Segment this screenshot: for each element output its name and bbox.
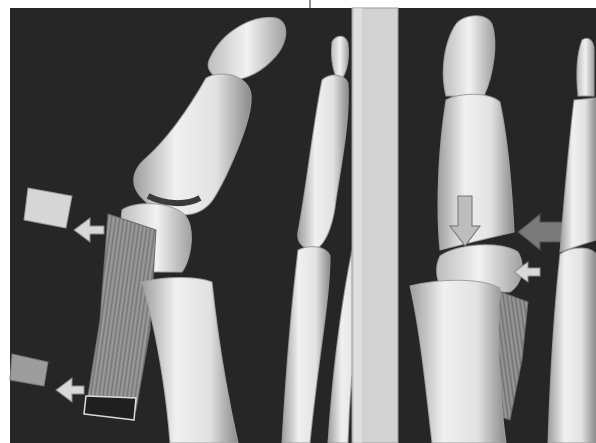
- ruler-highlight: [354, 8, 362, 443]
- lesser-toe-right-tip: [577, 38, 594, 96]
